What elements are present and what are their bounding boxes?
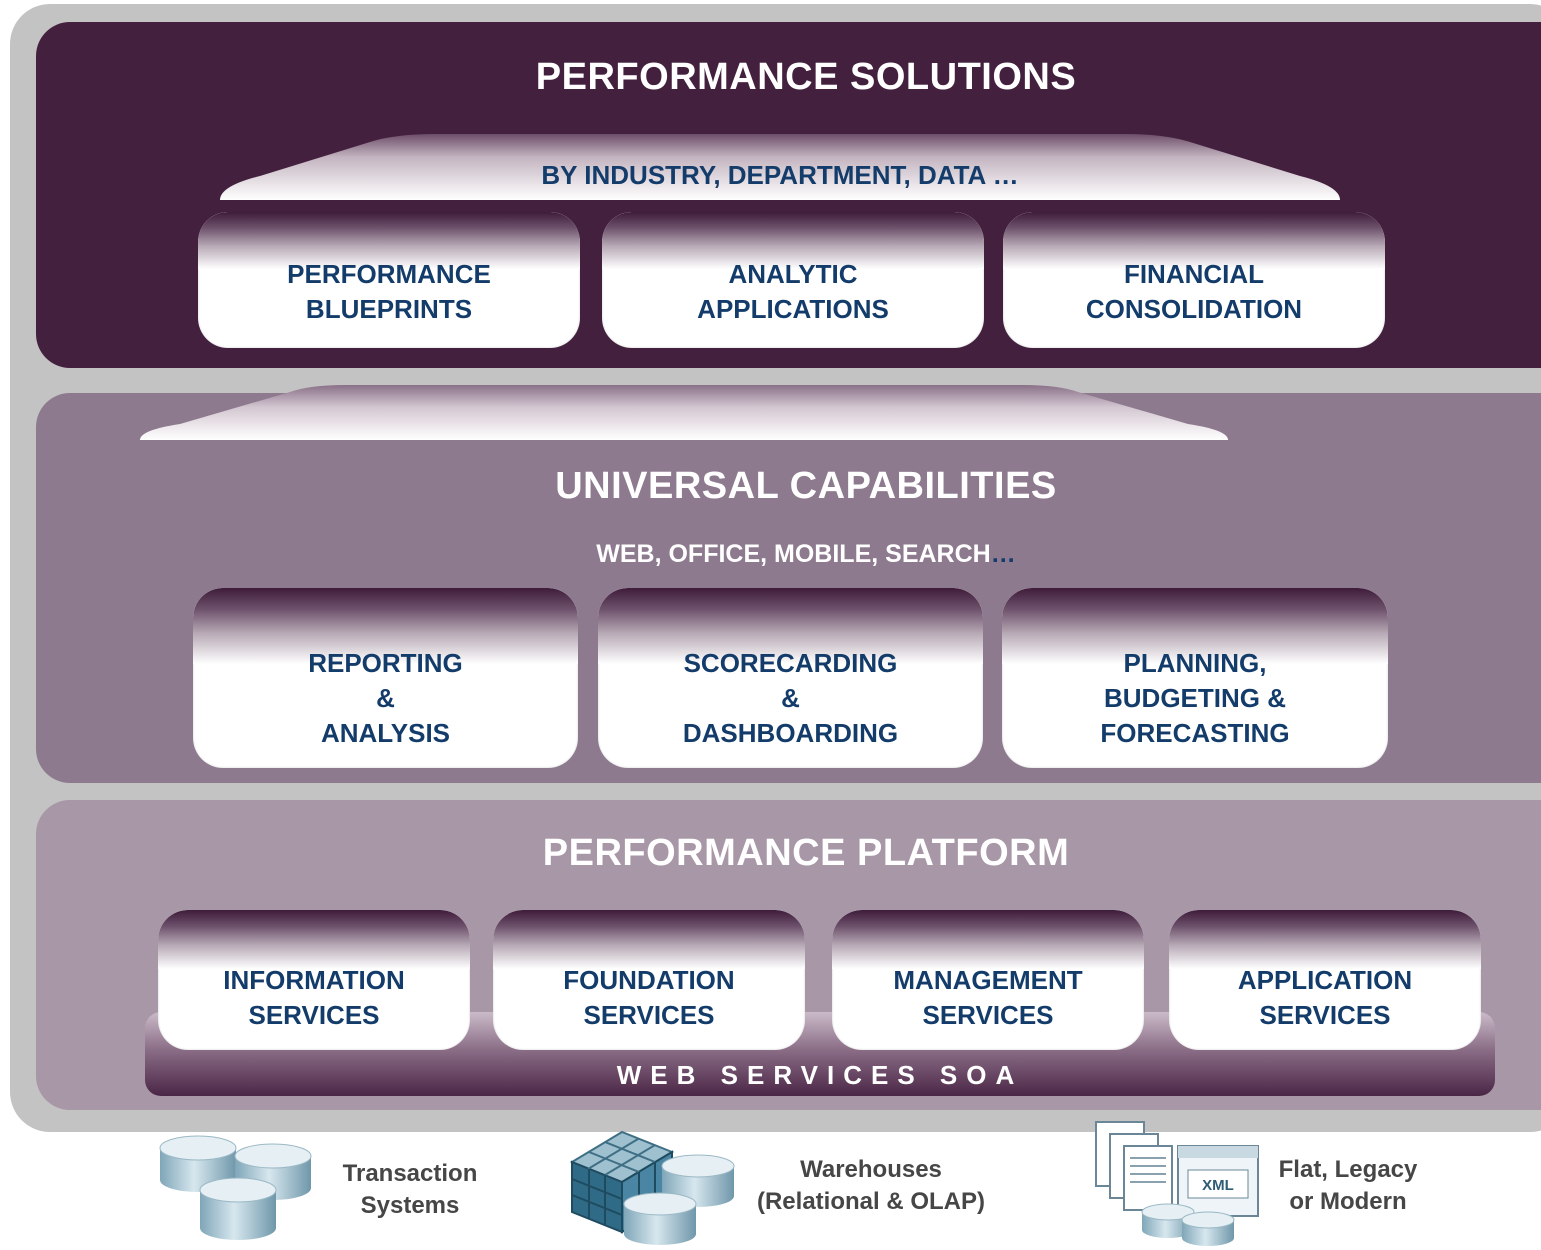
- analytic-applications-box[interactable]: ANALYTIC APPLICATIONS: [602, 212, 984, 348]
- performance-blueprints-label: PERFORMANCE BLUEPRINTS: [287, 259, 491, 324]
- solutions-subtitle: BY INDUSTRY, DEPARTMENT, DATA …: [541, 160, 1019, 190]
- application-services-label: APPLICATION SERVICES: [1237, 965, 1413, 1030]
- foundation-services-box[interactable]: FOUNDATION SERVICES: [493, 910, 805, 1050]
- financial-consolidation-box[interactable]: FINANCIAL CONSOLIDATION: [1003, 212, 1385, 348]
- reporting-analysis-box[interactable]: REPORTING & ANALYSIS: [193, 588, 578, 768]
- universal-capabilities-title: UNIVERSAL CAPABILITIES: [555, 465, 1057, 507]
- warehouses-label: Warehouses (Relational & OLAP): [756, 1156, 985, 1215]
- capabilities-subtitle-ellipsis: …: [990, 540, 1016, 568]
- foundation-services-label: FOUNDATION SERVICES: [563, 965, 735, 1030]
- capabilities-subtitle: WEB, OFFICE, MOBILE, SEARCH…: [36, 540, 1541, 569]
- scorecarding-dashboarding-label: SCORECARDING & DASHBOARDING: [682, 647, 899, 748]
- capabilities-subtitle-text: WEB, OFFICE, MOBILE, SEARCH: [596, 540, 991, 568]
- scorecarding-dashboarding-box[interactable]: SCORECARDING & DASHBOARDING: [598, 588, 983, 768]
- performance-blueprints-box[interactable]: PERFORMANCE BLUEPRINTS: [198, 212, 580, 348]
- xml-documents-icon: XML: [1095, 1121, 1259, 1246]
- financial-consolidation-label: FINANCIAL CONSOLIDATION: [1085, 259, 1303, 324]
- performance-solutions-title: PERFORMANCE SOLUTIONS: [535, 56, 1077, 98]
- database-icon: [159, 1135, 312, 1240]
- capabilities-wedge: [140, 385, 1228, 440]
- reporting-analysis-label: REPORTING & ANALYSIS: [308, 647, 463, 748]
- transaction-systems-label: Transaction Systems: [342, 1160, 478, 1219]
- information-services-label: INFORMATION SERVICES: [223, 965, 405, 1030]
- management-services-label: MANAGEMENT SERVICES: [893, 965, 1083, 1030]
- olap-cube-icon: [569, 1130, 735, 1245]
- planning-budgeting-forecasting-box[interactable]: PLANNING, BUDGETING & FORECASTING: [1002, 588, 1388, 768]
- solutions-wedge: [220, 134, 1340, 200]
- xml-badge-text: XML: [1202, 1177, 1234, 1194]
- flat-legacy-modern-label: Flat, Legacy or Modern: [1278, 1156, 1418, 1215]
- analytic-applications-label: ANALYTIC APPLICATIONS: [697, 259, 889, 324]
- management-services-box[interactable]: MANAGEMENT SERVICES: [832, 910, 1144, 1050]
- performance-platform-title: PERFORMANCE PLATFORM: [542, 832, 1070, 874]
- application-services-box[interactable]: APPLICATION SERVICES: [1169, 910, 1481, 1050]
- web-services-soa-label: WEB SERVICES SOA: [616, 1060, 1024, 1090]
- planning-budgeting-forecasting-label: PLANNING, BUDGETING & FORECASTING: [1100, 647, 1290, 748]
- information-services-box[interactable]: INFORMATION SERVICES: [158, 910, 470, 1050]
